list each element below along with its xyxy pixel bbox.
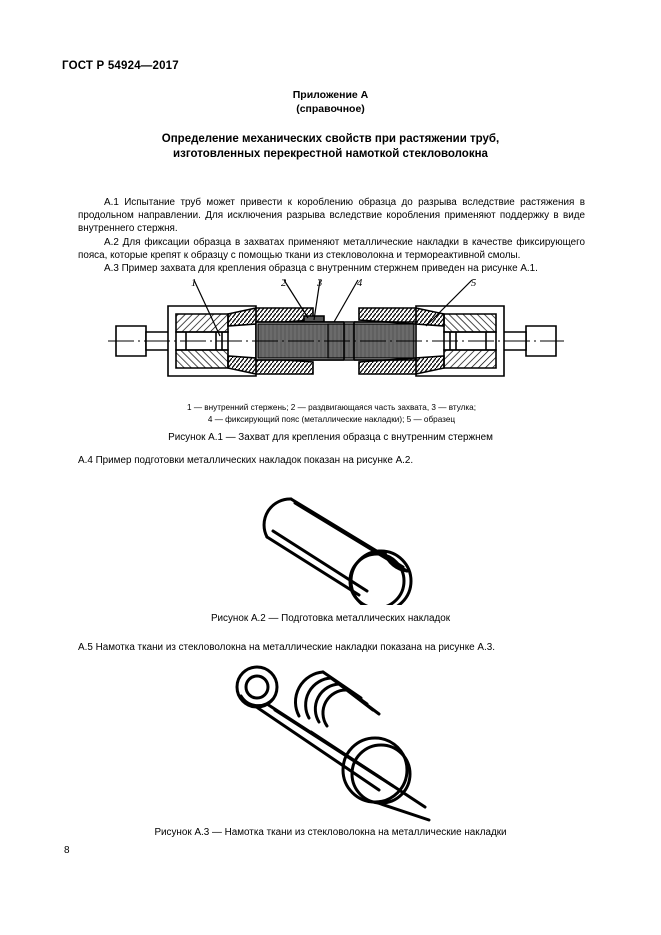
- callout-label-1: 1: [191, 278, 197, 289]
- figure-a1-legend-line-1: 1 — внутренний стержень; 2 — раздвигающа…: [187, 403, 476, 412]
- figure-a2-caption: Рисунок А.2 — Подготовка металлических н…: [210, 613, 451, 624]
- figure-a3-caption: Рисунок А.3 — Намотка ткани из стекловол…: [154, 827, 507, 838]
- page-number: 8: [64, 845, 70, 856]
- callout-4: 4: [356, 278, 361, 281]
- annex-main-title: Определение механических свойств при рас…: [0, 132, 661, 162]
- figure-a1-callout-row: 1 2 3 4 5: [108, 278, 564, 292]
- annex-type: (справочное): [296, 103, 365, 115]
- paragraph-a1: А.1 Испытание труб может привести к коро…: [78, 197, 585, 235]
- figure-a3-drawing: [215, 662, 470, 822]
- callout-3: 3: [315, 278, 321, 281]
- paragraph-a2: А.2 Для фиксации образца в захватах прим…: [78, 236, 585, 261]
- figure-a1-caption: Рисунок А.1 — Захват для крепления образ…: [168, 432, 493, 443]
- callout-label-2: 2: [281, 278, 287, 289]
- callout-label-5: 5: [471, 278, 477, 289]
- paragraph-a3: А.3 Пример захвата для крепления образца…: [104, 263, 538, 275]
- annex-heading-block: Приложение А (справочное): [0, 88, 661, 116]
- paragraph-a4: А.4 Пример подготовки металлических накл…: [78, 455, 414, 466]
- body-paragraphs: А.1 Испытание труб может привести к коро…: [78, 196, 585, 275]
- paragraph-a5: А.5 Намотка ткани из стекловолокна на ме…: [78, 642, 495, 653]
- callout-label-4: 4: [357, 278, 363, 289]
- callout-1: 1: [190, 278, 195, 281]
- figure-a1-drawing: 1 2 3 4 5: [108, 278, 564, 396]
- annex-title-line-1: Определение механических свойств при рас…: [161, 133, 500, 145]
- annex-label: Приложение А: [292, 89, 369, 101]
- figure-a1-legend: 1 — внутренний стержень; 2 — раздвигающа…: [78, 402, 585, 425]
- callout-5: 5: [470, 278, 475, 281]
- figure-a1-legend-line-2: 4 — фиксирующий пояс (металлические накл…: [207, 414, 456, 424]
- standard-number-header: ГОСТ Р 54924—2017: [62, 60, 179, 72]
- annex-title-line-2: изготовленных перекрестной намоткой стек…: [173, 148, 488, 160]
- callout-2: 2: [280, 278, 285, 281]
- callout-label-3: 3: [317, 278, 323, 289]
- figure-a2-drawing: [255, 475, 525, 605]
